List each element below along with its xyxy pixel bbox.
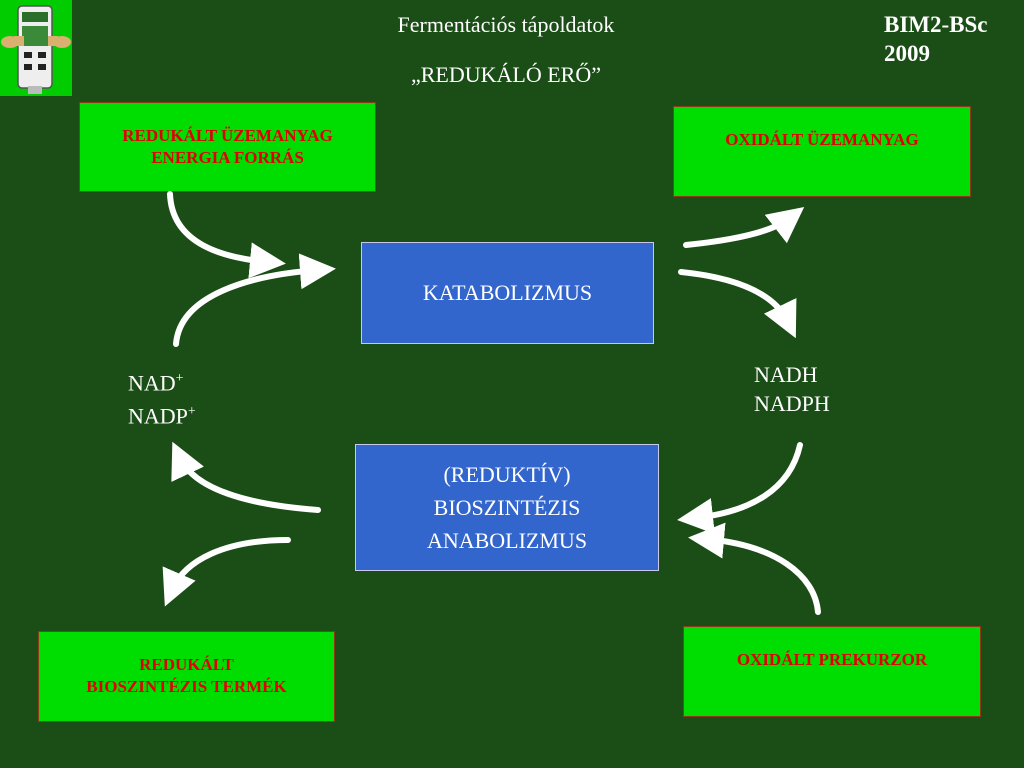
oxidized-fuel-box: OXIDÁLT ÜZEMANYAG <box>673 106 971 197</box>
reduced-cofactors: NADH NADPH <box>754 360 830 418</box>
anabolism-label-3: ANABOLIZMUS <box>426 528 588 553</box>
anabolism-box: (REDUKTÍV) BIOSZINTÉZIS ANABOLIZMUS <box>355 444 659 571</box>
reduced-fuel-label-1: REDUKÁLT ÜZEMANYAG <box>122 126 333 145</box>
nadh-label: NADH <box>754 362 818 387</box>
arrow-fuel-to-catabolism <box>167 191 286 279</box>
oxidized-fuel-label: OXIDÁLT ÜZEMANYAG <box>725 130 919 149</box>
arrow-catabolism-to-nadh <box>678 269 797 339</box>
nad-label: NAD+ <box>128 370 184 396</box>
arrow-nad-to-catabolism <box>173 253 336 347</box>
course-year: 2009 <box>884 41 930 66</box>
course-code: BIM2-BSc <box>884 12 988 37</box>
reduced-product-label-1: REDUKÁLT <box>139 655 234 674</box>
arrow-catabolism-to-oxidized-fuel <box>683 206 805 248</box>
logo <box>0 0 72 96</box>
arrow-anabolism-to-product <box>162 537 291 607</box>
oxidized-cofactors: NAD+ NADP+ <box>128 364 196 431</box>
arrow-nadh-to-anabolism <box>677 442 803 534</box>
catabolism-label: KATABOLIZMUS <box>422 280 593 305</box>
reduced-product-box: REDUKÁLT BIOSZINTÉZIS TERMÉK <box>38 631 335 722</box>
oxidized-precursor-label: OXIDÁLT PREKURZOR <box>736 650 928 669</box>
arrow-precursor-to-anabolism <box>688 522 821 615</box>
anabolism-label-1: (REDUKTÍV) <box>443 462 571 487</box>
anabolism-label-2: BIOSZINTÉZIS <box>433 495 581 520</box>
slide-subtitle: „REDUKÁLÓ ERŐ” <box>410 62 602 87</box>
nadph-label: NADPH <box>754 391 830 416</box>
arrow-anabolism-to-nad <box>171 441 321 513</box>
nadp-label: NADP+ <box>128 403 196 429</box>
oxidized-precursor-box: OXIDÁLT PREKURZOR <box>683 626 981 717</box>
reduced-product-label-2: BIOSZINTÉZIS TERMÉK <box>86 677 287 696</box>
catabolism-box: KATABOLIZMUS <box>361 242 654 344</box>
reduced-fuel-box: REDUKÁLT ÜZEMANYAG ENERGIA FORRÁS <box>79 102 376 192</box>
course-label: BIM2-BSc 2009 <box>884 10 988 68</box>
slide-title: Fermentációs tápoldatok <box>397 12 615 37</box>
reduced-fuel-label-2: ENERGIA FORRÁS <box>151 148 304 167</box>
